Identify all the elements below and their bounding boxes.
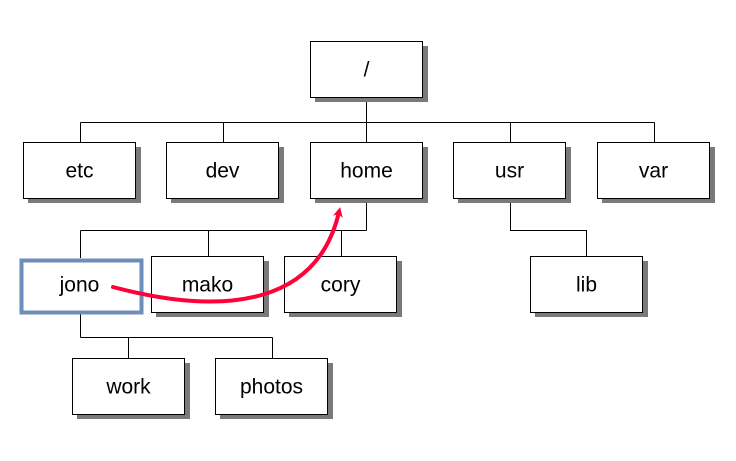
node-var[interactable]: var [597, 142, 716, 204]
node-label-cory: cory [321, 274, 361, 297]
connector-lines [80, 98, 655, 358]
node-label-jono: jono [59, 274, 100, 297]
node-label-root: / [364, 59, 370, 82]
node-label-lib: lib [576, 274, 597, 297]
node-label-dev: dev [206, 160, 240, 183]
node-work[interactable]: work [72, 358, 191, 420]
node-label-work: work [105, 376, 151, 399]
connector-home-children [80, 199, 367, 258]
connector-usr-children [510, 199, 587, 256]
node-label-mako: mako [182, 274, 233, 297]
node-root[interactable]: / [310, 41, 429, 103]
node-home[interactable]: home [310, 142, 429, 204]
node-usr[interactable]: usr [453, 142, 572, 204]
node-label-etc: etc [65, 160, 93, 183]
node-label-home: home [340, 160, 393, 183]
node-label-usr: usr [495, 160, 524, 183]
node-cory[interactable]: cory [284, 256, 403, 318]
node-etc[interactable]: etc [23, 142, 142, 204]
connector-jono-children [80, 313, 273, 358]
node-dev[interactable]: dev [166, 142, 285, 204]
node-photos[interactable]: photos [215, 358, 334, 420]
arrow-jono-to-home [111, 207, 343, 304]
connector-root-children [80, 98, 655, 143]
node-label-var: var [639, 160, 668, 183]
node-label-photos: photos [240, 376, 303, 399]
node-jono[interactable]: jono [19, 258, 144, 315]
node-mako[interactable]: mako [151, 256, 270, 318]
node-lib[interactable]: lib [530, 256, 649, 318]
